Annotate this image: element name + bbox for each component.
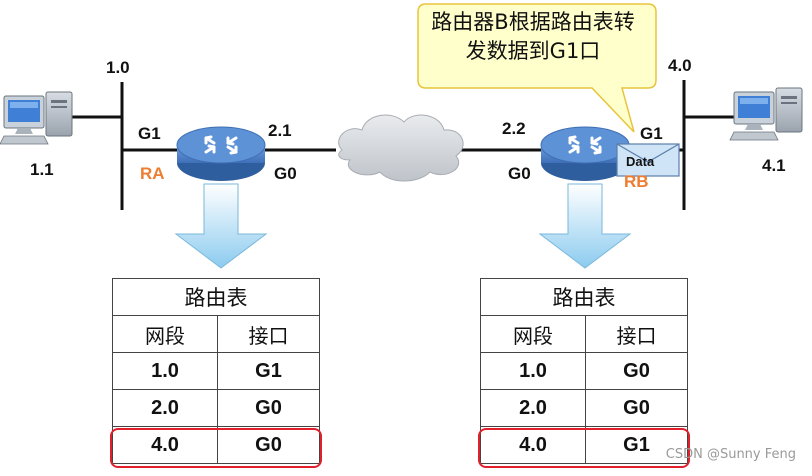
table-b-header-segment: 网段 xyxy=(480,315,586,353)
table-row: 2.0 G0 xyxy=(112,389,320,427)
table-row: 2.0 G0 xyxy=(480,389,688,427)
router-a-name: RA xyxy=(140,164,165,183)
right-host-pc-icon xyxy=(729,87,803,141)
table-b-cell: 2.0 xyxy=(480,389,586,427)
wan-cloud-icon xyxy=(338,114,464,182)
callout-bubble xyxy=(417,3,657,133)
table-row: 1.0 G0 xyxy=(480,352,688,390)
table-a-header-interface: 接口 xyxy=(217,315,320,353)
table-a-header-segment: 网段 xyxy=(112,315,218,353)
router-a-down-arrow xyxy=(174,183,268,269)
table-b-header-interface: 接口 xyxy=(585,315,688,353)
table-a-cell: 4.0 xyxy=(112,426,218,464)
routing-table-a: 路由表 网段 接口 1.0 G1 2.0 G0 4.0 G0 xyxy=(112,278,320,464)
table-b-highlight-box xyxy=(478,428,690,468)
left-host-pc-icon xyxy=(0,91,73,145)
table-row: 4.0 G0 xyxy=(112,426,320,464)
table-a-cell: G1 xyxy=(217,352,320,390)
table-b-cell: G0 xyxy=(585,389,688,427)
table-b-title: 路由表 xyxy=(480,278,688,316)
table-row: 4.0 G1 xyxy=(480,426,688,464)
data-packet-label: Data xyxy=(626,154,655,169)
right-host-address: 4.1 xyxy=(762,156,786,175)
table-b-cell: G1 xyxy=(585,426,688,464)
table-a-cell: G0 xyxy=(217,426,320,464)
table-row: 1.0 G1 xyxy=(112,352,320,390)
router-b-name: RB xyxy=(624,172,649,191)
callout-text: 路由器B根据路由表转发数据到G1口 xyxy=(431,10,635,63)
right-network-label: 4.0 xyxy=(668,56,692,75)
rb-g0-label: G0 xyxy=(508,164,531,183)
table-b-cell: 4.0 xyxy=(480,426,586,464)
router-a-icon xyxy=(176,126,266,181)
table-b-cell: G0 xyxy=(585,352,688,390)
table-a-cell: G0 xyxy=(217,389,320,427)
ra-address-label: 2.1 xyxy=(268,121,292,140)
table-a-highlight-box xyxy=(110,428,322,468)
rb-address-label: 2.2 xyxy=(502,119,526,138)
table-a-title: 路由表 xyxy=(112,278,320,316)
table-a-cell: 1.0 xyxy=(112,352,218,390)
ra-g1-label: G1 xyxy=(138,124,161,143)
watermark: CSDN @Sunny Feng xyxy=(665,447,796,462)
data-packet-icon xyxy=(616,143,680,177)
router-b-down-arrow xyxy=(538,183,632,269)
left-host-address: 1.1 xyxy=(30,160,54,179)
left-network-label: 1.0 xyxy=(106,58,130,77)
ra-g0-label: G0 xyxy=(274,164,297,183)
router-b-icon xyxy=(540,126,630,181)
table-a-cell: 2.0 xyxy=(112,389,218,427)
rb-g1-label: G1 xyxy=(640,124,663,143)
routing-table-b: 路由表 网段 接口 1.0 G0 2.0 G0 4.0 G1 xyxy=(480,278,688,464)
table-b-cell: 1.0 xyxy=(480,352,586,390)
